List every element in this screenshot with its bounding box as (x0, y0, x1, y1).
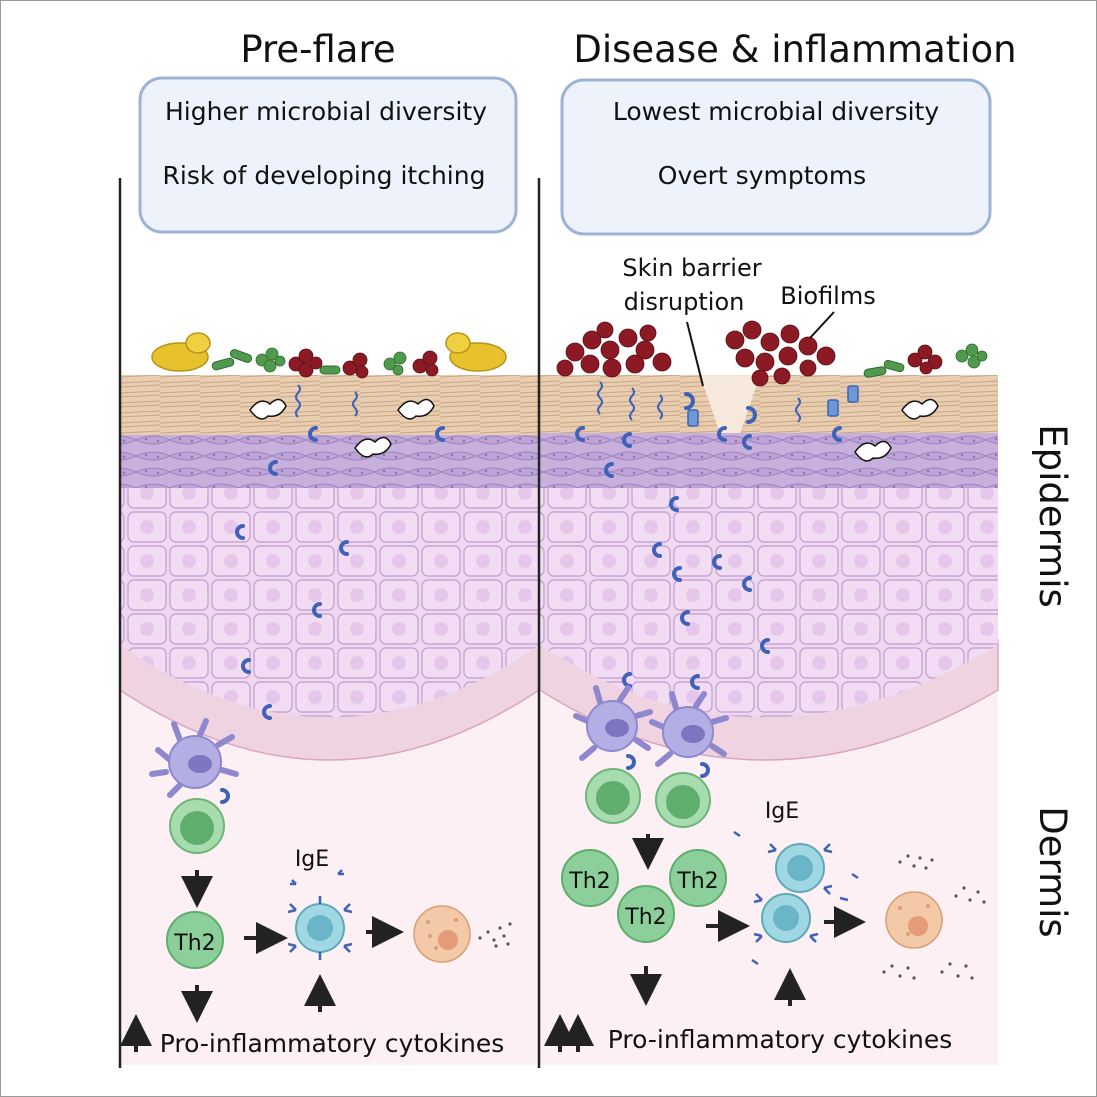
allergen-icon (249, 398, 435, 458)
biofilm-label: Biofilms (780, 282, 875, 310)
biofilm-cluster-icon (556, 320, 943, 387)
spinous-layer-left (120, 485, 539, 718)
th2-cell-icon (166, 911, 224, 969)
dermis-label: Dermis (1031, 806, 1074, 937)
yellow-microbe-icon (445, 332, 507, 372)
red-cocci-cluster-icon (288, 348, 439, 379)
right-panel: Th2 Th2 Th2 IgE (539, 311, 999, 1065)
dendritic-cell-icon (573, 685, 653, 770)
th2-cell-icon (561, 849, 727, 943)
granulocyte-icon (885, 891, 943, 949)
dendritic-cell-icon (649, 691, 729, 778)
t-cell-icon (585, 768, 641, 824)
th2-label: Th2 (173, 931, 215, 956)
spiral-bacteria-icon (295, 384, 358, 418)
yellow-microbe-icon (151, 332, 211, 372)
granular-layer-right (540, 433, 998, 488)
box-left-line2: Risk of developing itching (163, 161, 486, 190)
ige-label: IgE (295, 847, 329, 872)
mast-cell-icon (287, 869, 353, 960)
spinous-layer-right (540, 485, 998, 718)
green-cocci-cluster-icon (955, 343, 988, 369)
box-right-line2: Overt symptoms (658, 161, 866, 190)
panel-title-right: Disease & inflammation (573, 28, 1016, 71)
barrier-label-line2: disruption (624, 288, 745, 316)
granulocyte-icon (413, 905, 471, 963)
cytokines-label-right: Pro-inflammatory cytokines (608, 1025, 952, 1054)
th2-label: Th2 (676, 869, 718, 894)
barrier-label-line1: Skin barrier (622, 254, 761, 282)
ige-label: IgE (765, 799, 799, 824)
cytokine-particles-icon (478, 922, 512, 948)
mast-cell-icon (733, 830, 859, 966)
barrier-gap (700, 375, 760, 433)
epidermis-label: Epidermis (1031, 424, 1074, 608)
cytokine-particles-icon (882, 854, 986, 980)
panel-title-left: Pre-flare (240, 28, 395, 71)
arrow-icon (544, 834, 866, 1052)
th2-label: Th2 (624, 905, 666, 930)
box-left-line1: Higher microbial diversity (165, 97, 487, 126)
t-cell-icon (655, 772, 711, 828)
antigen-crescent-icon (575, 392, 842, 690)
green-cocci-cluster-icon (255, 347, 407, 376)
antigen-crescent-icon (235, 426, 445, 720)
toxin-barrel-icon (687, 385, 859, 427)
t-cell-icon (169, 798, 225, 854)
left-panel: Th2 IgE (119, 332, 540, 1065)
green-rod-bacteria-icon (863, 359, 905, 378)
cytokines-label-left: Pro-inflammatory cytokines (160, 1029, 504, 1058)
box-right-line1: Lowest microbial diversity (613, 97, 940, 126)
stratum-corneum-left (120, 375, 539, 435)
pointer-line (686, 321, 704, 387)
stratum-corneum-right (540, 375, 998, 433)
allergen-icon (854, 398, 939, 462)
summary-box-left (138, 76, 518, 234)
summary-box-right (560, 78, 992, 236)
th2-label: Th2 (568, 869, 610, 894)
dendritic-cell-icon (149, 718, 239, 804)
granular-layer-left (120, 433, 539, 488)
pointer-line (809, 311, 835, 339)
spiral-bacteria-icon (597, 381, 801, 423)
green-rod-bacteria-icon (211, 349, 341, 375)
arrow-icon (120, 870, 404, 1052)
